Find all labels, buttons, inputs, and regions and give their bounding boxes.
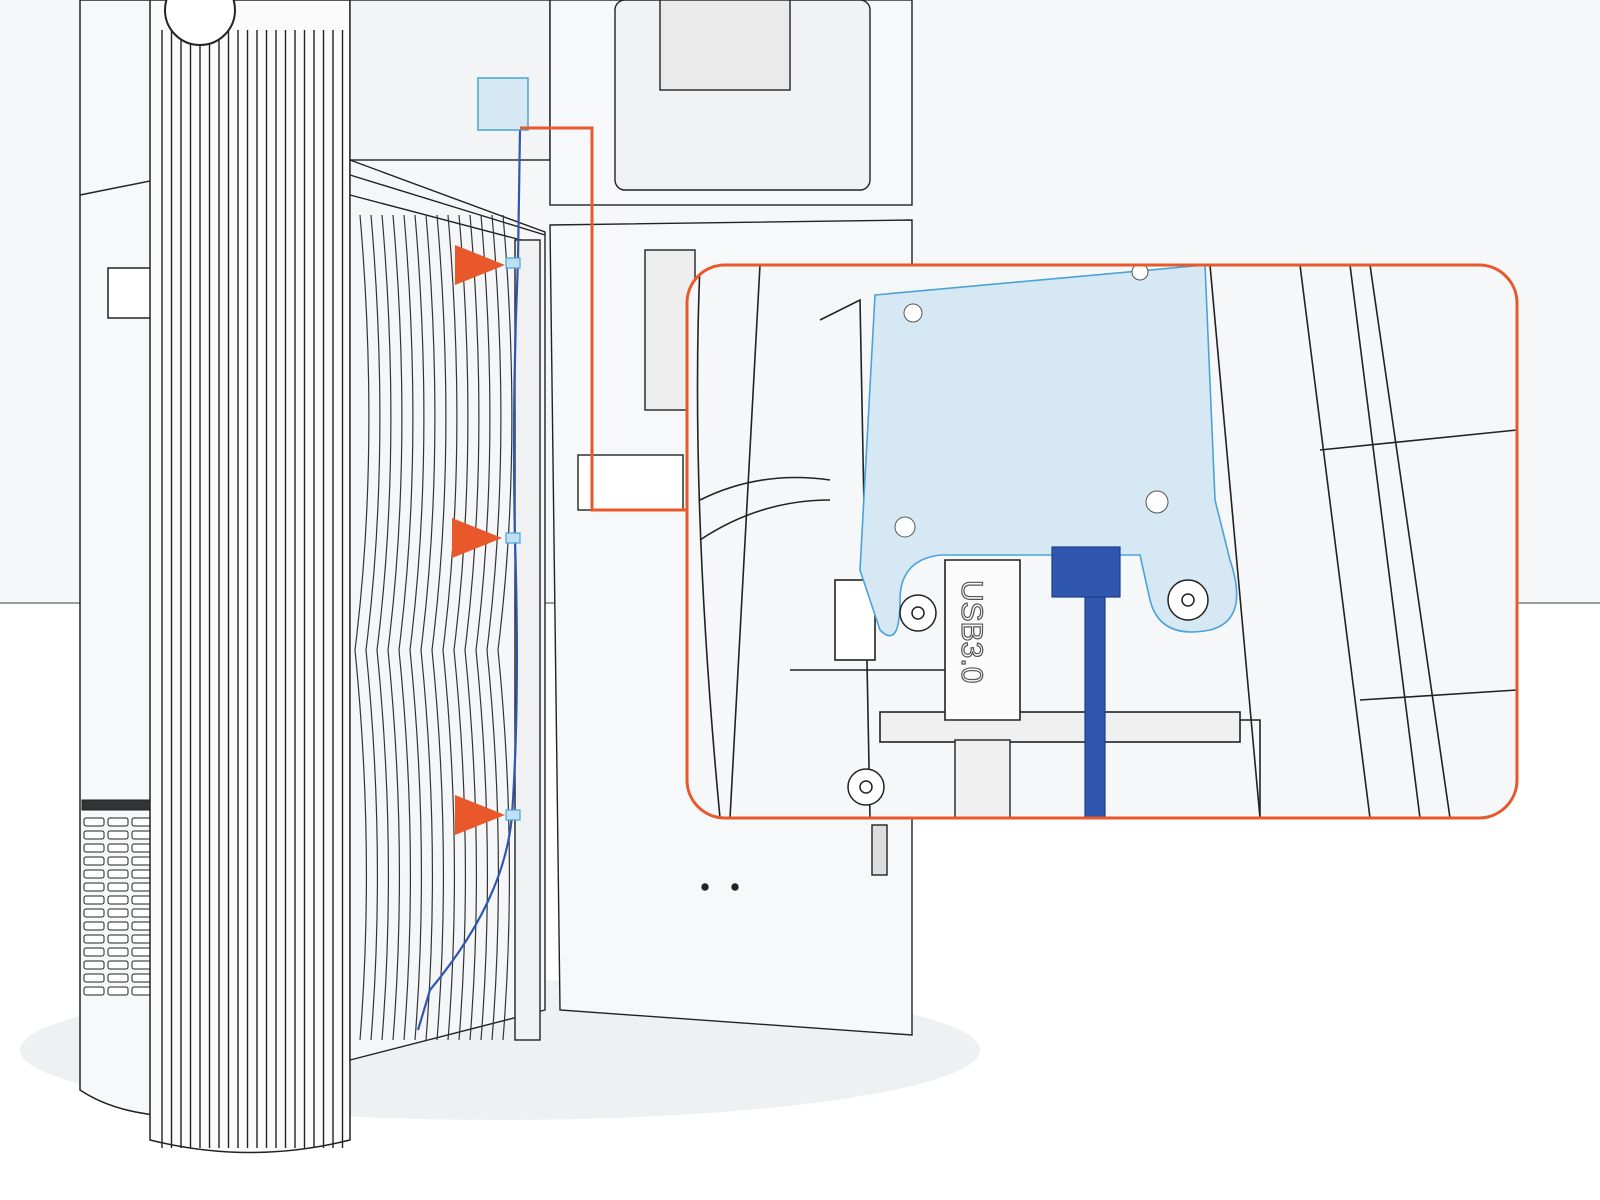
wire-bundle bbox=[464, 214, 480, 1041]
vent-slot bbox=[131, 947, 153, 957]
vent-slot bbox=[131, 934, 153, 944]
vent-slot bbox=[131, 960, 153, 970]
usb-connector: USB3.0 bbox=[944, 559, 1021, 818]
vent-slot bbox=[131, 908, 153, 918]
vent-slot bbox=[131, 882, 153, 892]
vent-slot bbox=[107, 882, 129, 892]
usb-cable-plug bbox=[1051, 546, 1121, 818]
wire-bundle bbox=[376, 214, 392, 1041]
wire-bundle bbox=[431, 214, 447, 1041]
vent-slot bbox=[107, 973, 129, 983]
usb-cable-routed bbox=[416, 129, 522, 1031]
wire-bundle bbox=[387, 214, 403, 1041]
vent-slot bbox=[131, 843, 153, 853]
vent-slot bbox=[107, 960, 129, 970]
vent-slot bbox=[131, 869, 153, 879]
pointer-arrows bbox=[452, 245, 505, 835]
vent-grille bbox=[81, 799, 153, 996]
usb-connector-label: USB3.0 bbox=[955, 580, 988, 683]
callout-leader-line bbox=[520, 126, 687, 512]
vent-slot bbox=[83, 986, 105, 996]
vent-slot bbox=[107, 895, 129, 905]
vent-slot bbox=[131, 830, 153, 840]
wire-bundle bbox=[409, 214, 425, 1041]
vent-slot bbox=[131, 986, 153, 996]
wire-bundle bbox=[475, 214, 491, 1041]
usb-hub-bracket bbox=[859, 265, 1238, 637]
vent-slot bbox=[107, 921, 129, 931]
vent-slot bbox=[107, 986, 129, 996]
vent-slot bbox=[83, 934, 105, 944]
wire-bundle bbox=[486, 214, 502, 1041]
wire-bundle bbox=[497, 214, 513, 1041]
callout-detail: USB3.0 bbox=[687, 265, 1517, 818]
pointer-arrow-icon bbox=[452, 518, 502, 558]
vent-slot bbox=[107, 947, 129, 957]
vent-slot bbox=[83, 895, 105, 905]
vent-slot bbox=[131, 856, 153, 866]
wire-bundle bbox=[398, 214, 414, 1041]
cable-clip bbox=[505, 532, 521, 544]
vent-slot bbox=[83, 908, 105, 918]
vent-slot bbox=[83, 830, 105, 840]
pointer-arrow-icon bbox=[455, 245, 505, 285]
vent-slot bbox=[107, 843, 129, 853]
kiosk-side-panel bbox=[79, 0, 156, 1116]
cable-clips bbox=[505, 257, 521, 821]
ribbed-column bbox=[149, 0, 351, 1154]
usb-hub-plate bbox=[477, 77, 529, 131]
vent-slot bbox=[83, 947, 105, 957]
vent-slot bbox=[107, 934, 129, 944]
vent-slot bbox=[131, 817, 153, 827]
pointer-arrow-icon bbox=[455, 795, 505, 835]
vent-slot bbox=[83, 856, 105, 866]
vent-slot bbox=[131, 921, 153, 931]
wire-bundle bbox=[442, 214, 458, 1041]
vent-slot bbox=[83, 869, 105, 879]
wire-bundle bbox=[453, 214, 469, 1041]
vent-slot bbox=[83, 817, 105, 827]
vent-slot bbox=[83, 973, 105, 983]
vent-slot bbox=[107, 830, 129, 840]
vent-slot bbox=[107, 817, 129, 827]
vent-slot bbox=[107, 908, 129, 918]
cable-clip bbox=[505, 809, 521, 821]
vent-slot bbox=[131, 973, 153, 983]
vent-slot bbox=[83, 882, 105, 892]
vent-slot bbox=[107, 856, 129, 866]
vent-slot bbox=[83, 960, 105, 970]
wire-bundle bbox=[420, 214, 436, 1041]
wire-bundle bbox=[365, 214, 381, 1041]
vent-slot bbox=[131, 895, 153, 905]
vent-slot bbox=[107, 869, 129, 879]
wire-bundle bbox=[354, 214, 370, 1041]
vent-slot bbox=[83, 843, 105, 853]
cable-clip bbox=[505, 257, 521, 269]
callout-frame bbox=[685, 263, 1519, 820]
vent-slot bbox=[83, 921, 105, 931]
